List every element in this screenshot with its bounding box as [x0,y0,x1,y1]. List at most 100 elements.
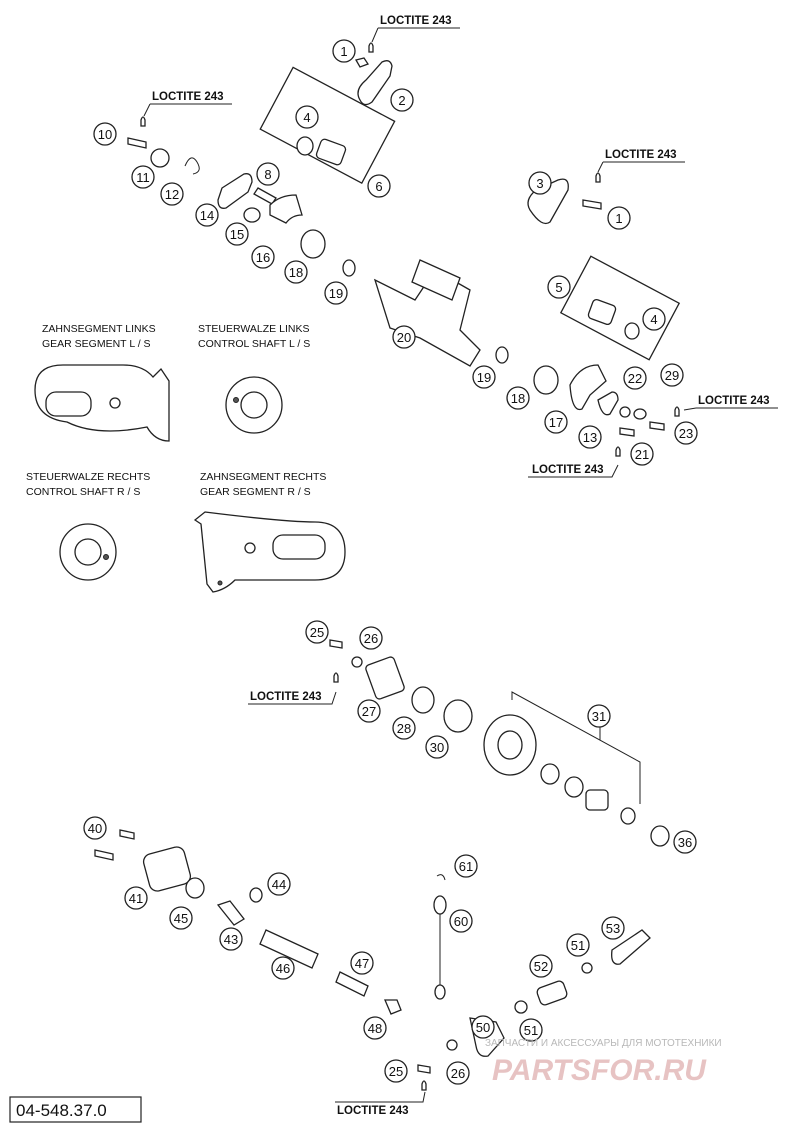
callout-number: 48 [368,1021,382,1036]
callout-number: 1 [340,44,347,59]
inset-gear-segment-left: ZAHNSEGMENT LINKS GEAR SEGMENT L / S [34,323,170,442]
callout-number: 17 [549,415,563,430]
callout-circle [425,735,449,759]
callout-number: 5 [555,280,562,295]
callout-number: 4 [650,312,657,327]
callout-circle [630,442,654,466]
callout-bubble: 46 [271,956,295,980]
diagram-code-box: 04-548.37.0 [9,1096,142,1123]
callout-number: 51 [571,938,585,953]
callout-bubble: 19 [324,281,348,305]
callout-bubble: 51 [519,1018,543,1042]
callout-bubble: 47 [350,951,374,975]
callout-circle [267,872,291,896]
loctite-label: LOCTITE 243 [380,15,452,27]
callout-circle [528,171,552,195]
loctite-note: LOCTITE 243 [674,395,778,417]
callout-bubble: 53 [601,916,625,940]
callout-number: 20 [397,330,411,345]
callout-bubble: 44 [267,872,291,896]
callout-bubble: 16 [251,245,275,269]
callout-bubble: 18 [284,260,308,284]
callout-number: 52 [534,959,548,974]
callout-bubble: 61 [454,854,478,878]
callout-number: 36 [678,835,692,850]
callout-number: 60 [454,914,468,929]
callout-bubble: 31 [587,704,611,728]
callout-circle [93,122,117,146]
callout-circle [83,816,107,840]
callout-bubble: 27 [357,699,381,723]
callout-bubble: 4 [295,105,319,129]
callout-circle [471,1015,495,1039]
watermark-logo: PARTSFOR.RU [492,1054,707,1087]
callout-bubble: 17 [544,410,568,434]
callout-number: 29 [665,368,679,383]
inset-control-shaft-right: STEUERWALZE RECHTS CONTROL SHAFT R / S [26,471,150,581]
callout-bubble: 18 [506,386,530,410]
callout-bubble: 41 [124,886,148,910]
callout-circle [529,954,553,978]
callout-bubble: 19 [472,365,496,389]
callout-number: 16 [256,250,270,265]
callout-number: 61 [459,859,473,874]
callout-bubble: 22 [623,366,647,390]
callout-circle [160,182,184,206]
callout-circle [587,704,611,728]
callout-circle [642,307,666,331]
callout-circle [295,105,319,129]
callout-bubble: 14 [195,203,219,227]
callout-bubble: 11 [131,165,155,189]
callout-number: 26 [364,631,378,646]
callout-circle [357,699,381,723]
loctite-label: LOCTITE 243 [698,395,770,407]
callout-circle [332,39,356,63]
loctite-notes: LOCTITE 243 LOCTITE 243 LOCTITE 243 LOCT… [140,15,778,1117]
callout-number: 11 [136,170,150,185]
loctite-note: LOCTITE 243 [248,672,339,705]
callout-circle [673,830,697,854]
inset-gear-segment-right-line2: GEAR SEGMENT R / S [200,486,311,498]
callout-circle [544,410,568,434]
callout-number: 4 [303,110,310,125]
callout-bubble: 29 [660,363,684,387]
callout-circle [449,909,473,933]
callout-number: 40 [88,821,102,836]
loctite-label: LOCTITE 243 [337,1105,409,1117]
callout-circle [547,275,571,299]
callout-circle [359,626,383,650]
callout-bubble: 36 [673,830,697,854]
loctite-note: LOCTITE 243 [140,91,232,127]
inset-control-shaft-right-line2: CONTROL SHAFT R / S [26,486,140,498]
callout-number: 43 [224,932,238,947]
callout-bubble: 1 [332,39,356,63]
callout-circle [251,245,275,269]
loctite-label: LOCTITE 243 [152,91,224,103]
callout-circle [324,281,348,305]
callout-bubble: 25 [305,620,329,644]
callout-bubble: 12 [160,182,184,206]
callout-bubble: 40 [83,816,107,840]
callout-bubble: 2 [390,88,414,112]
callout-circle [124,886,148,910]
callout-bubble: 43 [219,927,243,951]
callout-circle [578,425,602,449]
loctite-note: LOCTITE 243 [368,15,460,53]
callout-circle [367,174,391,198]
callout-number: 21 [635,447,649,462]
inset-gear-segment-left-line1: ZAHNSEGMENT LINKS [42,323,156,335]
callout-circle [607,206,631,230]
callout-number: 1 [615,211,622,226]
callout-number: 27 [362,704,376,719]
callout-circle [390,88,414,112]
diagram-code: 04-548.37.0 [16,1101,107,1120]
callout-number: 31 [592,709,606,724]
inset-gear-segment-left-line2: GEAR SEGMENT L / S [42,338,151,350]
callout-circle [446,1061,470,1085]
callout-circle [256,162,280,186]
callout-circle [454,854,478,878]
callout-bubble: 8 [256,162,280,186]
callout-bubble: 50 [471,1015,495,1039]
watermark-line: ЗАПЧАСТИ И АКСЕССУАРЫ ДЛЯ МОТОТЕХНИКИ [485,1038,722,1049]
